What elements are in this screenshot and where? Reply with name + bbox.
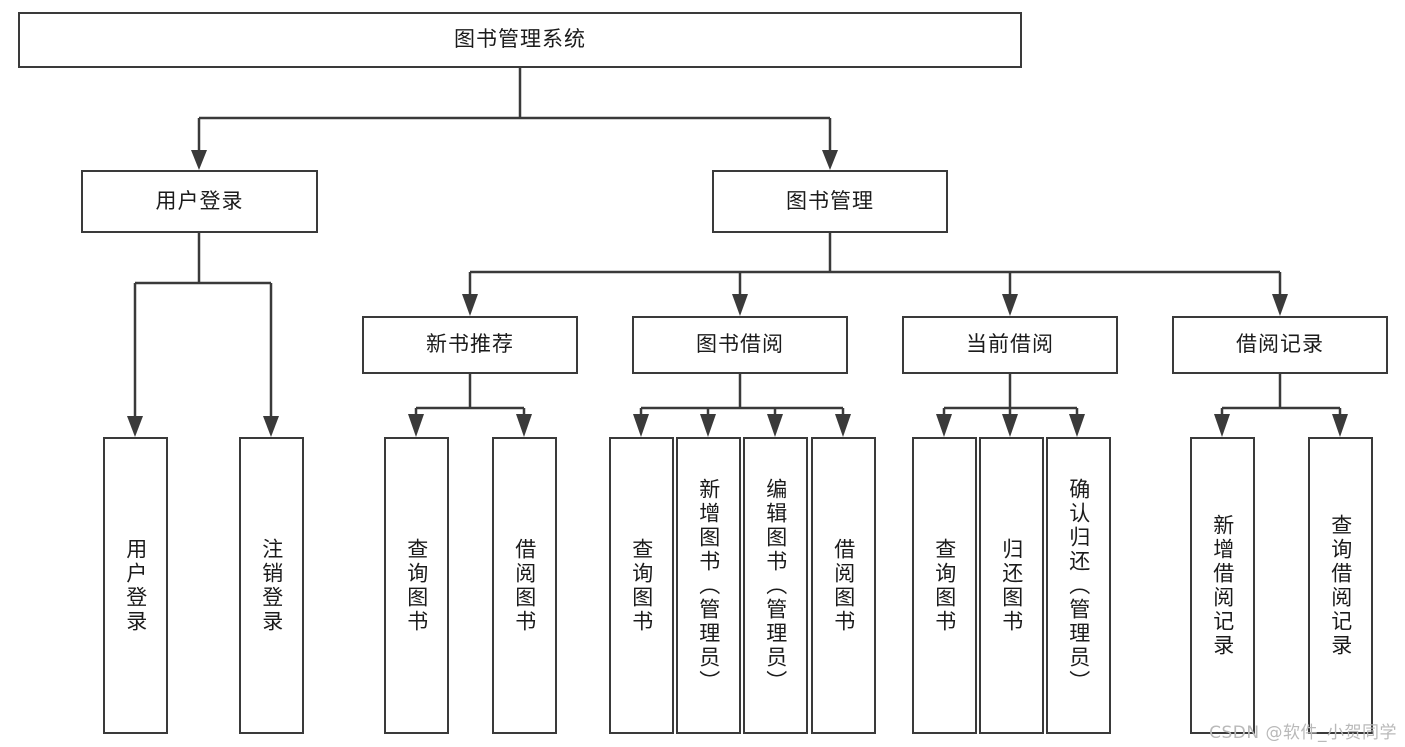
node-book-borrow-label: 图书借阅 — [696, 332, 784, 357]
node-leaf-record-query[interactable]: 查询借阅记录 — [1308, 437, 1373, 734]
arrow-book-manage-c4 — [1272, 294, 1288, 316]
node-borrow-record-label: 借阅记录 — [1236, 332, 1324, 357]
arrow-to-book-manage — [822, 150, 838, 170]
node-leaf-borrow-add-book[interactable]: 新增图书（管理员） — [676, 437, 741, 734]
node-leaf-user-login-label: 用户登录 — [123, 537, 148, 634]
csdn-watermark: CSDN @软件_小贺同学 — [1209, 723, 1397, 743]
arrow-book-manage-c3 — [1002, 294, 1018, 316]
arrow-borrow-c2 — [700, 414, 716, 437]
arrow-borrow-c1 — [633, 414, 649, 437]
node-new-book-recommend-label: 新书推荐 — [426, 332, 514, 357]
node-user-login-label: 用户登录 — [155, 188, 244, 213]
node-book-borrow[interactable]: 图书借阅 — [632, 316, 848, 374]
node-root-system-label: 图书管理系统 — [454, 27, 586, 52]
arrow-borrow-c4 — [835, 414, 851, 437]
node-leaf-recommend-query-book[interactable]: 查询图书 — [384, 437, 449, 734]
node-leaf-record-add-label: 新增借阅记录 — [1210, 513, 1235, 658]
node-leaf-current-return-book[interactable]: 归还图书 — [979, 437, 1044, 734]
node-user-login[interactable]: 用户登录 — [81, 170, 318, 233]
node-leaf-current-query-book-label: 查询图书 — [932, 537, 957, 634]
arrow-record-c2 — [1332, 414, 1348, 437]
node-leaf-borrow-add-book-label: 新增图书（管理员） — [696, 477, 721, 694]
arrow-current-c3 — [1069, 414, 1085, 437]
arrow-record-c1 — [1214, 414, 1230, 437]
node-borrow-record[interactable]: 借阅记录 — [1172, 316, 1388, 374]
node-root-system[interactable]: 图书管理系统 — [18, 12, 1022, 68]
arrow-book-manage-c1 — [462, 294, 478, 316]
node-leaf-recommend-borrow-book-label: 借阅图书 — [512, 537, 537, 634]
node-leaf-current-query-book[interactable]: 查询图书 — [912, 437, 977, 734]
node-leaf-record-query-label: 查询借阅记录 — [1328, 513, 1353, 658]
node-current-borrow[interactable]: 当前借阅 — [902, 316, 1118, 374]
node-leaf-borrow-query-book-label: 查询图书 — [629, 537, 654, 634]
arrow-recommend-c2 — [516, 414, 532, 437]
arrow-user-login-c2 — [263, 416, 279, 437]
arrow-current-c1 — [936, 414, 952, 437]
node-leaf-current-confirm-return[interactable]: 确认归还（管理员） — [1046, 437, 1111, 734]
node-leaf-record-add[interactable]: 新增借阅记录 — [1190, 437, 1255, 734]
node-leaf-borrow-query-book[interactable]: 查询图书 — [609, 437, 674, 734]
node-leaf-logout-label: 注销登录 — [259, 537, 284, 634]
node-leaf-borrow-edit-book-label: 编辑图书（管理员） — [763, 477, 788, 694]
arrow-user-login-c1 — [127, 416, 143, 437]
node-leaf-borrow-borrow-book[interactable]: 借阅图书 — [811, 437, 876, 734]
node-leaf-current-return-book-label: 归还图书 — [999, 537, 1024, 634]
arrow-to-user-login — [191, 150, 207, 170]
node-leaf-recommend-query-book-label: 查询图书 — [404, 537, 429, 634]
arrow-current-c2 — [1002, 414, 1018, 437]
node-leaf-current-confirm-return-label: 确认归还（管理员） — [1066, 477, 1091, 694]
arrow-borrow-c3 — [767, 414, 783, 437]
node-book-manage[interactable]: 图书管理 — [712, 170, 948, 233]
arrow-recommend-c1 — [408, 414, 424, 437]
arrow-book-manage-c2 — [732, 294, 748, 316]
node-leaf-borrow-borrow-book-label: 借阅图书 — [831, 537, 856, 634]
node-leaf-logout[interactable]: 注销登录 — [239, 437, 304, 734]
node-leaf-recommend-borrow-book[interactable]: 借阅图书 — [492, 437, 557, 734]
node-leaf-borrow-edit-book[interactable]: 编辑图书（管理员） — [743, 437, 808, 734]
node-new-book-recommend[interactable]: 新书推荐 — [362, 316, 578, 374]
node-book-manage-label: 图书管理 — [786, 188, 874, 213]
node-current-borrow-label: 当前借阅 — [966, 332, 1054, 357]
node-leaf-user-login[interactable]: 用户登录 — [103, 437, 168, 734]
